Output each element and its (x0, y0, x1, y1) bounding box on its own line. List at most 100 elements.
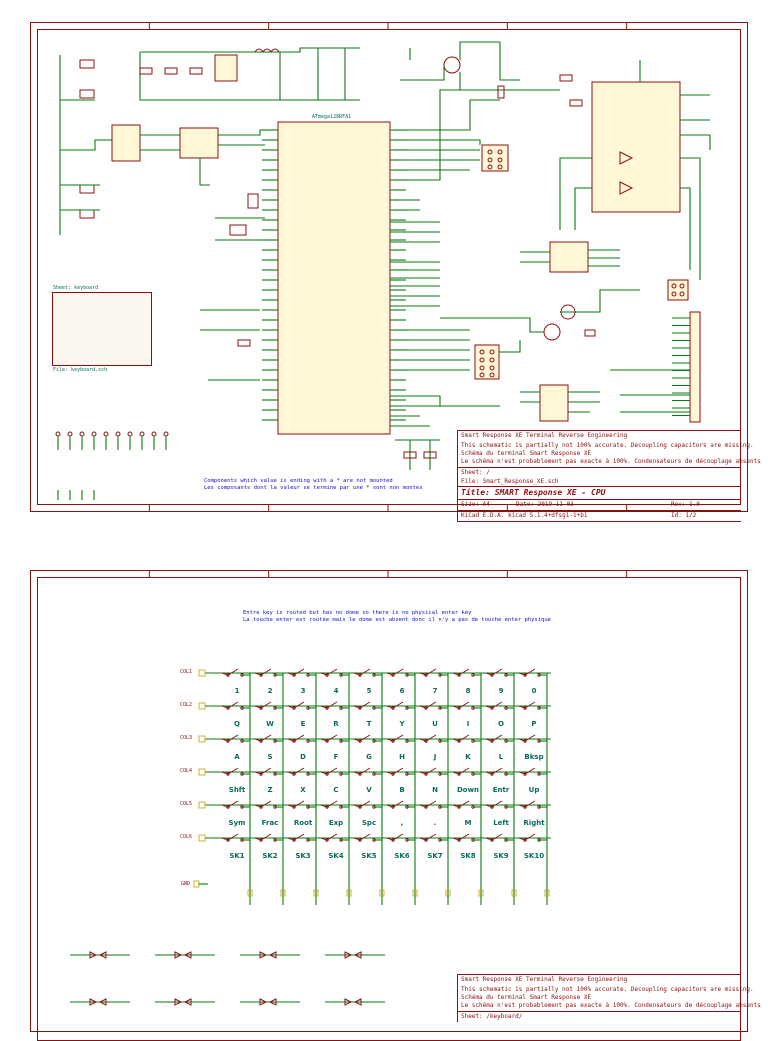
antenna-circuit (59, 55, 115, 235)
key-label: Exp (328, 819, 344, 827)
tb2-sheet: Sheet: /keyboard/ (458, 1011, 741, 1022)
test-point (127, 431, 133, 437)
components-note-en: Components which value is ending with a … (204, 478, 393, 484)
test-point (139, 431, 145, 437)
key-label: R (333, 720, 339, 728)
connector-p1 (672, 311, 701, 423)
key-label: Left (493, 819, 509, 827)
chip-u5 (520, 384, 600, 422)
key-label: W (266, 720, 274, 728)
key-label: B (399, 786, 405, 794)
keyboard-subsheet-title: Sheet: keyboard (53, 285, 99, 291)
tb-file: File: Smart_Response_XE.sch (461, 478, 559, 485)
tb-id: Id: 1/2 (671, 512, 697, 519)
test-points (55, 431, 169, 500)
key-label: I (466, 720, 470, 728)
key-label: Down (456, 786, 480, 794)
key-label: H (399, 753, 405, 761)
test-point (79, 431, 85, 437)
title-block-cpu: Smart Response XE Terminal Reverse Engin… (457, 430, 761, 522)
enter-key-note-en: Entre key is routed but has no dome so t… (243, 610, 472, 616)
key-label: D (300, 753, 306, 761)
key-label: 4 (333, 687, 339, 695)
key-label: SK4 (328, 852, 344, 860)
tb-date: Date: 2019-11-03 (516, 501, 574, 508)
tb-sheet: Sheet: / (458, 467, 741, 478)
key-label: 2 (267, 687, 273, 695)
sheet2-border-inner (37, 577, 741, 1041)
tb-line3: Schéma du terminal Smart Response XE (461, 450, 592, 457)
key-label: L (498, 753, 504, 761)
connector-j1 (481, 144, 509, 172)
tb2-description: This schematic is partially not 100% acc… (458, 985, 761, 1011)
key-label: F (333, 753, 339, 761)
key-label: X (300, 786, 306, 794)
test-point (163, 431, 169, 437)
tb2-line2: This schematic is partially not 100% acc… (461, 986, 754, 993)
balun-u1 (111, 124, 180, 162)
key-label: SK3 (295, 852, 311, 860)
row-label: COL5 (180, 801, 193, 807)
gnd-label: GND (181, 881, 191, 887)
key-label: O (498, 720, 504, 728)
key-label: C (333, 786, 339, 794)
key-label: E (300, 720, 306, 728)
tb-line4: Le schéma n'est probablement pas exacte … (461, 458, 761, 465)
key-label: SK2 (262, 852, 278, 860)
tb2-line4: Le schéma n'est probablement pas exacte … (461, 1002, 761, 1009)
key-label: Q (234, 720, 240, 728)
decoupling-caps (395, 369, 690, 470)
keyboard-subsheet-file: File: keyboard.sch (53, 367, 108, 373)
key-label: N (432, 786, 438, 794)
key-label: SK8 (460, 852, 476, 860)
key-label: V (366, 786, 372, 794)
connector-j3 (667, 279, 689, 301)
row-label: COL4 (180, 768, 193, 774)
key-label: SK1 (229, 852, 245, 860)
key-label: T (366, 720, 372, 728)
mcu-left-pins (262, 129, 278, 421)
tb-kicad: KiCad E.D.A. kicad 5.1.4+dfsg1-1+b1 (461, 512, 588, 519)
row-label: COL2 (180, 702, 193, 708)
key-label: SK9 (493, 852, 509, 860)
schematic-sheet-keyboard (30, 570, 748, 1041)
cpu-schematic-drawing (55, 23, 711, 511)
buzzer-circuit (440, 289, 640, 341)
title-block-keyboard: Smart Response XE Terminal Reverse Engin… (457, 974, 761, 1022)
row-label: COL1 (180, 669, 193, 675)
tb-title: Title: SMART Response XE - CPU (458, 486, 741, 499)
key-label: G (366, 753, 372, 761)
key-label: SK6 (394, 852, 410, 860)
connector-jtag-j2 (474, 340, 521, 380)
key-label: Entr (492, 786, 510, 794)
key-label: K (465, 753, 471, 761)
spi-bus-wires (390, 89, 560, 427)
enter-key-note-fr: La touche enter est routée mais le dome … (243, 617, 551, 623)
test-point (91, 431, 97, 437)
test-point (115, 431, 121, 437)
key-label: 5 (366, 687, 372, 695)
key-label: M (464, 819, 472, 827)
tb2-line3: Schéma du terminal Smart Response XE (461, 994, 592, 1001)
key-label: Sym (228, 819, 246, 827)
test-point (103, 431, 109, 437)
rs232-transceiver-u6 (559, 60, 711, 280)
key-label: Y (399, 720, 405, 728)
tb-rev: Rev: 1.0 (671, 501, 700, 508)
mcu-part-name: ATmega128RFA1 (312, 114, 352, 120)
row-label: COL3 (180, 735, 193, 741)
key-label: SK5 (361, 852, 377, 860)
key-label: Z (267, 786, 273, 794)
key-label: 7 (432, 687, 438, 695)
key-label: SK10 (523, 852, 545, 860)
tb-size-date-rev: Size: A4 Date: 2019-11-03 Rev: 1.0 (458, 499, 741, 510)
row-label: COL6 (180, 834, 193, 840)
key-label: 3 (300, 687, 306, 695)
test-point (55, 431, 61, 437)
tb-kicad-id: KiCad E.D.A. kicad 5.1.4+dfsg1-1+b1 Id: … (458, 510, 741, 521)
tb-size: Size: A4 (461, 501, 490, 508)
tb2-line1: Smart Response XE Terminal Reverse Engin… (458, 974, 741, 985)
test-point (67, 431, 73, 437)
keyboard-subsheet-box[interactable]: Sheet: keyboard File: keyboard.sch (52, 285, 152, 373)
key-label: Shft (228, 786, 246, 794)
